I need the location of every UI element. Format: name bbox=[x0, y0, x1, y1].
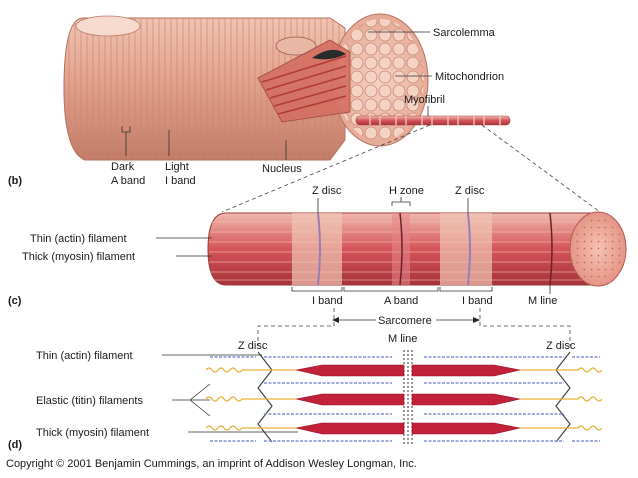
label-c-i-band-left: I band bbox=[312, 295, 343, 307]
thin-actin-filaments bbox=[210, 356, 600, 442]
i-band-right-region bbox=[440, 213, 492, 285]
z-disc-right-line bbox=[467, 212, 471, 286]
label-light-1: Light bbox=[165, 161, 189, 173]
label-c-thin-filament: Thin (actin) filament bbox=[30, 233, 127, 245]
myosin-filament-1 bbox=[295, 364, 521, 377]
zoom-line-left-bc bbox=[221, 124, 431, 213]
h-zone-region bbox=[392, 213, 410, 285]
mitochondrion-shape bbox=[312, 49, 346, 60]
bracket-c-i-band-right bbox=[439, 287, 493, 292]
zoom-line-right-cd bbox=[479, 308, 571, 346]
nucleus-shape bbox=[275, 36, 317, 56]
z-disc-right-zigzag bbox=[555, 351, 571, 443]
zoom-line-right-bc bbox=[481, 124, 601, 213]
label-d-m-line: M line bbox=[388, 333, 417, 345]
m-line-mark bbox=[399, 212, 553, 286]
elastic-titin-filaments bbox=[205, 367, 603, 431]
fiber-left-end bbox=[75, 15, 141, 37]
label-nucleus: Nucleus bbox=[262, 163, 302, 175]
panel-tag-b: (b) bbox=[8, 175, 22, 187]
label-d-z-disc-left: Z disc bbox=[238, 340, 268, 352]
label-light-2: I band bbox=[165, 175, 196, 187]
label-d-thick-filament: Thick (myosin) filament bbox=[36, 427, 149, 439]
panel-b-muscle-fiber bbox=[63, 13, 511, 161]
panel-tag-c: (c) bbox=[8, 295, 22, 307]
panel-d-sarcomere bbox=[205, 350, 603, 446]
myosin-filament-3 bbox=[295, 422, 521, 435]
extruded-myofibril-striations bbox=[369, 116, 501, 125]
copyright-text: Copyright © 2001 Benjamin Cummings, an i… bbox=[6, 458, 417, 470]
myosin-filament-2 bbox=[295, 393, 521, 406]
label-d-z-disc-right: Z disc bbox=[546, 340, 576, 352]
sarcomere-arrowhead-left bbox=[332, 317, 339, 323]
label-c-i-band-right: I band bbox=[462, 295, 493, 307]
z-disc-left-line bbox=[317, 212, 321, 286]
bracket-c-i-band-left bbox=[291, 287, 343, 292]
sarcomere-arrowhead-right bbox=[473, 317, 480, 323]
leader-d-elastic-filaments bbox=[172, 383, 211, 417]
m-line-lines bbox=[403, 350, 413, 446]
label-c-sarcomere: Sarcomere bbox=[378, 315, 432, 327]
panel-c-myofibril bbox=[207, 211, 627, 287]
label-c-z-disc-left: Z disc bbox=[312, 185, 342, 197]
z-disc-left-zigzag bbox=[257, 351, 273, 443]
label-dark-1: Dark bbox=[111, 161, 135, 173]
label-c-h-zone: H zone bbox=[389, 185, 424, 197]
zoom-line-left-cd bbox=[257, 308, 335, 346]
myofibril-end-dots bbox=[573, 216, 623, 282]
label-c-a-band: A band bbox=[384, 295, 418, 307]
flap-myofibrils bbox=[261, 55, 347, 115]
bracket-c-a-band bbox=[343, 287, 439, 292]
label-c-thick-filament: Thick (myosin) filament bbox=[22, 251, 135, 263]
label-myofibril: Myofibril bbox=[404, 94, 445, 106]
label-mitochondrion: Mitochondrion bbox=[435, 71, 504, 83]
label-d-thin-filament: Thin (actin) filament bbox=[36, 350, 133, 362]
panel-tag-d: (d) bbox=[8, 439, 22, 451]
extruded-myofibril bbox=[355, 115, 511, 126]
i-band-left-region bbox=[292, 213, 342, 285]
label-sarcolemma: Sarcolemma bbox=[433, 27, 496, 39]
myofibril-bundle-face bbox=[336, 19, 424, 141]
thick-myosin-filaments bbox=[295, 364, 521, 435]
label-c-m-line: M line bbox=[528, 295, 557, 307]
bracket-c-h-zone bbox=[391, 197, 411, 206]
label-dark-2: A band bbox=[111, 175, 145, 187]
label-d-elastic-filaments: Elastic (titin) filaments bbox=[36, 395, 143, 407]
fiber-striations bbox=[64, 18, 345, 160]
label-c-z-disc-right: Z disc bbox=[455, 185, 485, 197]
